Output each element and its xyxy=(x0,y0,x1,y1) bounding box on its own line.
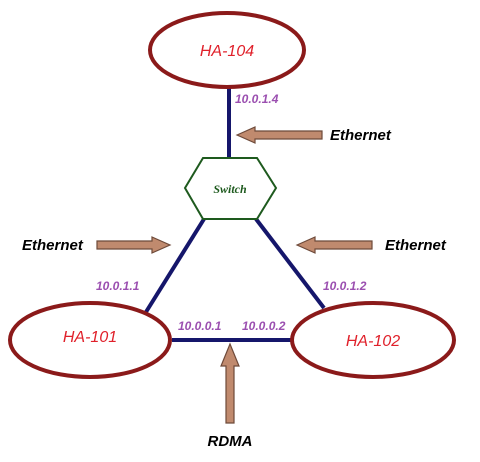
node-ha101-label: HA-101 xyxy=(63,329,117,346)
ip-ha101-ethernet: 10.0.1.1 xyxy=(96,279,140,293)
arrow-ethernet-left xyxy=(96,236,172,254)
ip-ha102-ethernet: 10.0.1.2 xyxy=(323,279,367,293)
link-switch-ha102 xyxy=(254,217,326,310)
label-ethernet-top: Ethernet xyxy=(330,127,392,144)
switch-node xyxy=(183,157,278,220)
node-ha102 xyxy=(290,301,456,379)
ip-ha104-ethernet: 10.0.1.4 xyxy=(235,92,279,106)
node-ha101 xyxy=(8,301,172,379)
arrow-ethernet-top xyxy=(235,126,323,144)
arrow-rdma xyxy=(220,342,240,424)
arrow-ethernet-right xyxy=(295,236,373,254)
node-ha104 xyxy=(148,11,306,89)
node-ha104-label: HA-104 xyxy=(200,43,254,60)
switch-label: Switch xyxy=(213,182,247,196)
link-switch-ha101 xyxy=(144,217,206,314)
label-rdma: RDMA xyxy=(208,433,253,450)
label-ethernet-left: Ethernet xyxy=(22,237,84,254)
ip-ha102-rdma: 10.0.0.2 xyxy=(242,319,286,333)
ip-ha101-rdma: 10.0.0.1 xyxy=(178,319,222,333)
node-ha102-label: HA-102 xyxy=(346,333,400,350)
label-ethernet-right: Ethernet xyxy=(385,237,447,254)
